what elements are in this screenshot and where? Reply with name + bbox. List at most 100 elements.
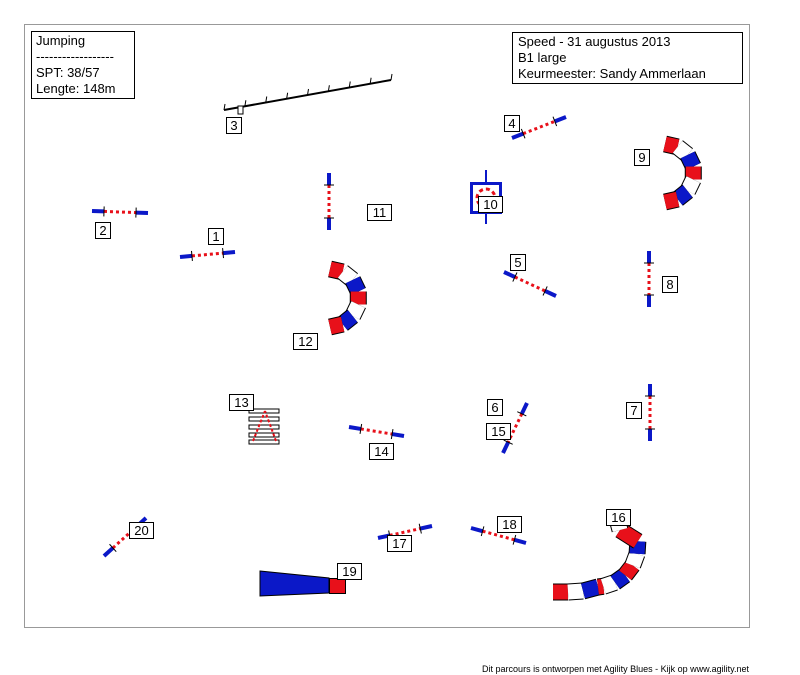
number-box [293,333,318,350]
obstacle-number: 19 [342,564,356,579]
obstacle-number: 16 [611,510,625,525]
pole [520,128,526,139]
number-box [662,276,678,293]
number-box [510,254,526,271]
obstacle-number: 5 [514,255,521,270]
tunnel-segment [567,583,584,600]
spt-value: SPT: 38/57 [36,65,100,80]
number-label-8: 8 [662,276,678,293]
pole [542,286,548,296]
obstacle-number: 15 [491,424,505,439]
hurdle-14 [348,423,405,440]
pole [517,411,527,417]
course-length: Lengte: 148m [36,81,116,96]
slat [369,77,372,84]
number-label-20: 20 [129,522,154,539]
tunnel-segment [345,276,366,295]
pole [390,429,394,440]
contact-zone [237,105,244,115]
number-box [626,402,642,419]
hurdle-1 [179,248,236,261]
wing [470,526,484,534]
obstacle-number: 6 [491,400,498,415]
number-box [487,399,503,416]
number-label-11: 11 [367,204,392,221]
number-label-4: 4 [504,115,520,132]
pole [191,250,193,261]
slat [348,81,351,88]
wing [511,131,524,140]
obstacle-number: 8 [666,277,673,292]
obstacle-number: 7 [630,403,637,418]
judge-label: Keurmeester: Sandy Ammerlaan [518,66,706,81]
number-label-16: 16 [606,509,631,526]
number-box [95,222,111,239]
number-label-7: 7 [626,402,642,419]
pole [359,423,363,434]
pole [503,439,513,445]
number-box [504,115,520,132]
tunnel-12 [328,260,367,336]
event-info-box: Speed - 31 augustus 2013 B1 large Keurme… [512,32,743,84]
wing [348,425,362,431]
course-info-box: Jumping ------------------ SPT: 38/57 Le… [31,31,135,99]
tunnel-segment [680,176,701,195]
long-jump-13 [248,408,280,445]
bar-stripes [389,527,421,537]
number-box [478,196,503,213]
tunnel-segment [680,151,701,170]
separator: ------------------ [36,49,114,64]
obstacle-number: 14 [374,444,388,459]
number-label-2: 2 [95,222,111,239]
wing [102,546,115,558]
wing [554,115,567,124]
obstacle-number: 18 [502,517,516,532]
pole [552,116,558,127]
bar [522,119,556,136]
pole [512,272,518,282]
tunnel-segment [345,301,366,320]
number-box [226,117,242,134]
obstacle-number: 12 [298,334,312,349]
tunnel-9 [663,135,702,211]
pole [512,534,517,545]
hurdle-8 [644,251,654,307]
hurdle-2 [91,206,149,218]
tunnel-segment [619,560,639,580]
slat [265,96,268,103]
pole [418,523,422,534]
number-box [129,522,154,539]
number-box [497,516,522,533]
pole [480,526,485,537]
bar [482,529,515,542]
hurdle-18 [470,526,527,545]
bar-stripes [360,427,393,436]
number-box [634,149,650,166]
obstacle-number: 9 [638,150,645,165]
bar [514,275,546,293]
obstacle-number: 17 [392,536,406,551]
long-jump-board [248,416,280,422]
bar-stripes [191,251,224,258]
number-label-14: 14 [369,443,394,460]
number-box [486,423,511,440]
long-jump-board [248,432,280,438]
class-label: B1 large [518,50,566,65]
tunnel-16 [553,512,647,601]
obstacle-number: 20 [134,523,148,538]
tunnel-segment [597,578,605,595]
tunnel-segment [663,136,680,155]
number-label-5: 5 [510,254,526,271]
long-jump-board [248,439,280,445]
number-label-9: 9 [634,149,650,166]
tunnel-segment [625,551,645,568]
hurdle-5 [503,270,557,298]
tunnel-segment [328,261,345,280]
wing [419,524,433,531]
number-label-1: 1 [208,228,224,245]
tunnel-segment [672,141,693,161]
wing [179,253,193,259]
credit-text: Dit parcours is ontworpen met Agility Bl… [482,664,749,674]
long-jump-marker [264,410,277,442]
